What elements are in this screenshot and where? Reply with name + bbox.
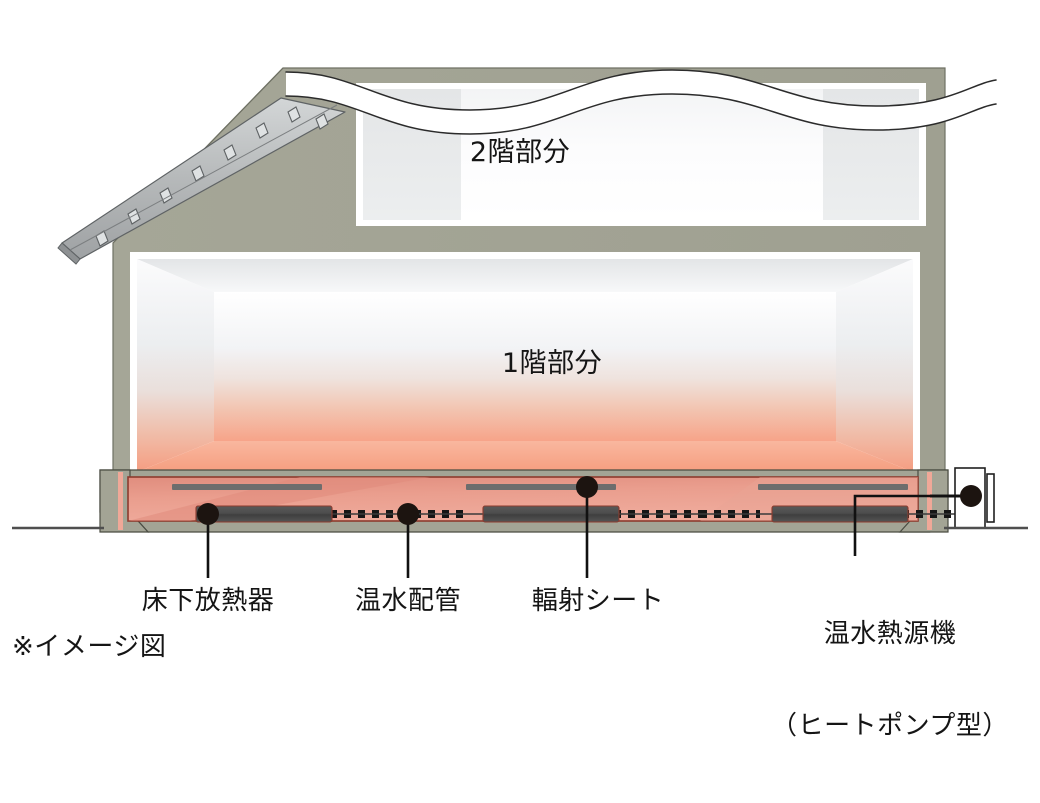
- callout-label-heat-source-unit: 温水熱源機 （ヒートポンプ型）: [740, 558, 1040, 803]
- cutaway-wave-line: [285, 69, 997, 135]
- image-note: ※イメージ図: [12, 632, 167, 662]
- callout-dot-radiant-sheet: [576, 476, 598, 498]
- cutaway-wave-lower: [285, 93, 997, 135]
- first-floor-back-wall: [214, 292, 836, 441]
- leader-heat-source-unit: [853, 494, 971, 556]
- foundation-left-accent: [118, 472, 123, 530]
- cutaway-wave-upper: [285, 69, 997, 111]
- roof-underside-line: [69, 104, 338, 251]
- callout-dot-underfloor-radiator: [197, 503, 219, 525]
- diagram-canvas: 2階部分 1階部分 床下放熱器 温水配管 輻射シート 温水熱源機 （ヒートポンプ…: [12, 67, 1028, 741]
- radiant-sheet-group: [172, 484, 908, 490]
- callout-dots: [197, 476, 982, 525]
- radiant-sheet-bar: [758, 484, 908, 490]
- callout-dot-heat-source-unit: [960, 485, 982, 507]
- roof-eave: [57, 97, 346, 265]
- house-section-illustration: [12, 67, 1028, 578]
- first-floor-label: 1階部分: [501, 348, 603, 379]
- first-floor-ceiling: [137, 259, 913, 292]
- underfloor-radiator-group: [195, 505, 909, 523]
- roof-fascia: [57, 242, 81, 265]
- callout-label-hot-water-piping: 温水配管: [354, 586, 462, 616]
- underfloor-radiator: [195, 505, 333, 523]
- underfloor-radiator: [771, 505, 909, 523]
- first-floor-left-wall: [137, 259, 214, 472]
- heatpump-fin-panel: [986, 473, 995, 523]
- callout-dot-hot-water-piping: [397, 503, 419, 525]
- second-floor-label: 2階部分: [469, 137, 571, 168]
- foundation-left-leg: [99, 469, 150, 533]
- foundation-right-accent: [927, 472, 932, 530]
- cutaway-wave-mask: [286, 70, 996, 134]
- callout-label-radiant-sheet: 輻射シート: [531, 586, 665, 616]
- roof-batten-ticks: [95, 106, 329, 247]
- first-floor-right-wall: [836, 259, 913, 472]
- first-floor-floor-glow: [137, 441, 913, 472]
- crawlspace: [99, 469, 960, 533]
- first-floor-room: [130, 252, 920, 479]
- callout-label-underfloor-radiator: 床下放熱器: [141, 586, 275, 616]
- underfloor-radiator: [482, 505, 620, 523]
- callout-label-heat-source-unit-line2: （ヒートポンプ型）: [771, 711, 1009, 742]
- callout-label-heat-source-unit-line1: 温水熱源機: [823, 619, 957, 650]
- radiant-sheet-bar: [172, 484, 322, 490]
